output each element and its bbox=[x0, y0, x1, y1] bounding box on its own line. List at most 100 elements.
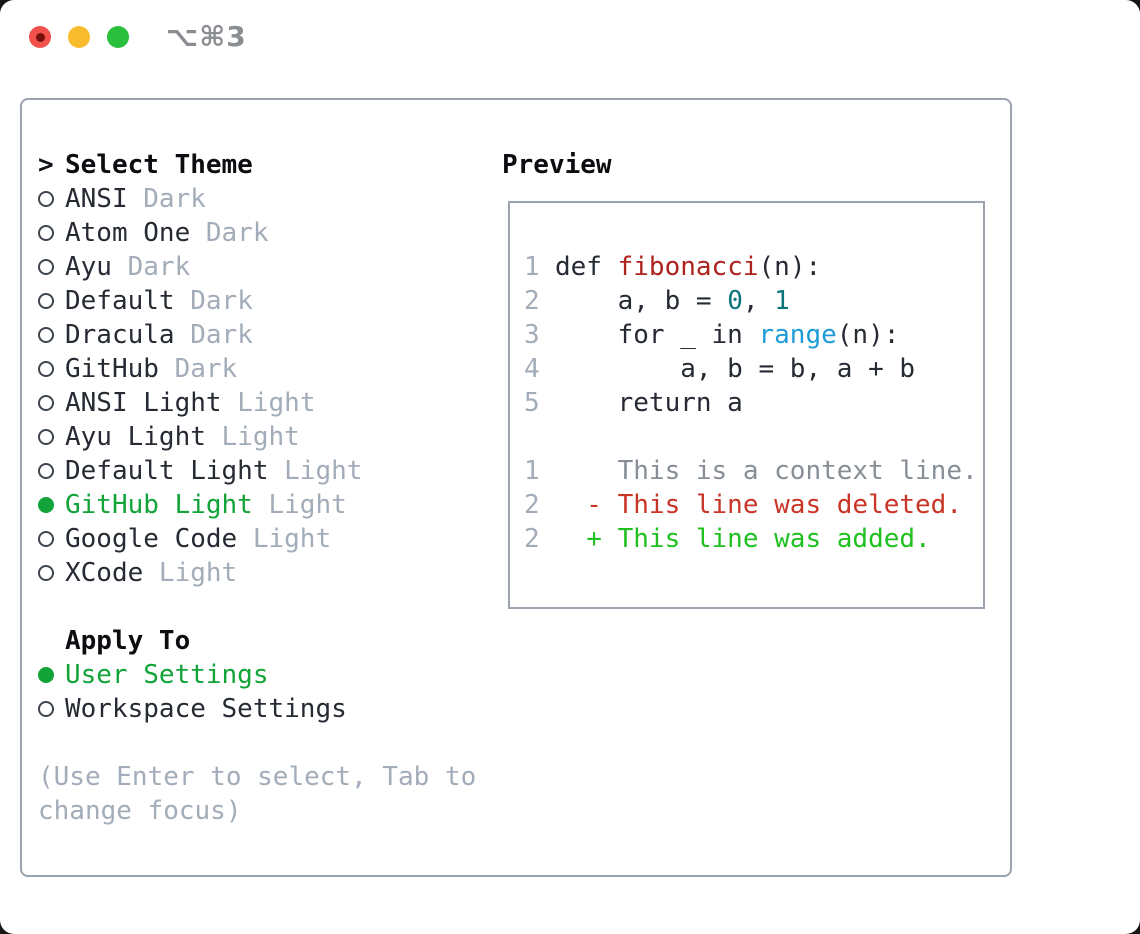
radio-icon bbox=[38, 361, 54, 377]
theme-variant: Dark bbox=[174, 320, 253, 350]
apply-option-workspace-settings[interactable]: Workspace Settings bbox=[38, 692, 490, 726]
preview-title: Preview bbox=[502, 150, 612, 180]
titlebar: ⌥⌘3 bbox=[0, 0, 1140, 74]
theme-item[interactable]: Default Light Light bbox=[38, 454, 490, 488]
code-token-num: 1 bbox=[774, 286, 790, 316]
theme-item[interactable]: Dracula Dark bbox=[38, 318, 490, 352]
code-token-added: + This line was added. bbox=[555, 524, 931, 554]
code-token-plain: def bbox=[555, 252, 618, 282]
theme-variant: Light bbox=[205, 422, 300, 452]
help-text: (Use Enter to select, Tab to change focu… bbox=[38, 762, 477, 826]
theme-name: Ayu bbox=[65, 252, 112, 282]
code-token-plain: (n): bbox=[758, 252, 822, 282]
radio-icon bbox=[38, 225, 54, 241]
theme-item[interactable]: Ayu Dark bbox=[38, 250, 490, 284]
theme-name: Atom One bbox=[65, 218, 191, 248]
code-token-deleted: - This line was deleted. bbox=[555, 490, 962, 520]
theme-variant: Dark bbox=[158, 354, 238, 384]
code-line: 3 for _ in range(n): bbox=[524, 318, 983, 352]
theme-variant: Light bbox=[268, 456, 363, 486]
window-title-shortcut: ⌥⌘3 bbox=[166, 20, 247, 53]
code-line: 5 return a bbox=[524, 386, 983, 420]
radio-icon bbox=[38, 701, 54, 717]
theme-item[interactable]: GitHub Dark bbox=[38, 352, 490, 386]
code-token-func: fibonacci bbox=[617, 252, 759, 282]
code-line bbox=[524, 420, 983, 454]
line-number: 3 bbox=[524, 320, 540, 350]
theme-variant: Light bbox=[143, 558, 238, 588]
code-token-plain: for _ in bbox=[555, 320, 759, 350]
theme-item[interactable]: GitHub Light Light bbox=[38, 488, 490, 522]
theme-variant: Light bbox=[252, 490, 347, 520]
code-token-plain: a, b = bbox=[555, 286, 728, 316]
radio-icon bbox=[38, 259, 54, 275]
radio-selected-icon bbox=[38, 497, 54, 513]
spacer-row bbox=[38, 590, 490, 624]
zoom-button[interactable] bbox=[107, 26, 129, 48]
theme-name: GitHub Light bbox=[65, 490, 253, 520]
line-number: 1 bbox=[524, 456, 540, 486]
radio-icon bbox=[38, 531, 54, 547]
radio-icon bbox=[38, 463, 54, 479]
theme-item[interactable]: Atom One Dark bbox=[38, 216, 490, 250]
apply-to-header: Apply To bbox=[38, 624, 490, 658]
code-line: 4 a, b = b, a + b bbox=[524, 352, 983, 386]
line-number: 4 bbox=[524, 354, 540, 384]
theme-item[interactable]: ANSI Dark bbox=[38, 182, 490, 216]
apply-option-user-settings[interactable]: User Settings bbox=[38, 658, 490, 692]
cursor-icon: > bbox=[38, 150, 54, 180]
theme-variant: Dark bbox=[190, 218, 269, 248]
theme-name: Ayu Light bbox=[65, 422, 206, 452]
theme-item[interactable]: Google Code Light bbox=[38, 522, 490, 556]
radio-icon bbox=[38, 395, 54, 411]
theme-variant: Dark bbox=[111, 252, 191, 282]
code-token-plain: a, b = b, a + b bbox=[555, 354, 916, 384]
line-number: 2 bbox=[524, 286, 540, 316]
code-line: 2 a, b = 0, 1 bbox=[524, 284, 983, 318]
select-theme-header: > Select Theme bbox=[38, 148, 490, 182]
line-number: 5 bbox=[524, 388, 540, 418]
code-line: 1 def fibonacci(n): bbox=[524, 250, 983, 284]
theme-name: XCode bbox=[65, 558, 144, 588]
theme-name: Dracula bbox=[65, 320, 175, 350]
radio-icon bbox=[38, 293, 54, 309]
theme-variant: Dark bbox=[174, 286, 253, 316]
minimize-button[interactable] bbox=[68, 26, 90, 48]
code-line: 2 + This line was added. bbox=[524, 522, 983, 556]
theme-name: ANSI Light bbox=[65, 388, 222, 418]
radio-selected-icon bbox=[38, 667, 54, 683]
code-token-num: 0 bbox=[727, 286, 743, 316]
close-button[interactable] bbox=[29, 26, 51, 48]
theme-item[interactable]: XCode Light bbox=[38, 556, 490, 590]
theme-name: Default bbox=[65, 286, 175, 316]
theme-item[interactable]: ANSI Light Light bbox=[38, 386, 490, 420]
theme-variant: Dark bbox=[127, 184, 206, 214]
theme-name: Google Code bbox=[65, 524, 238, 554]
apply-to-title: Apply To bbox=[65, 626, 191, 656]
select-theme-title: Select Theme bbox=[65, 150, 253, 180]
apply-option-label: User Settings bbox=[65, 660, 269, 690]
radio-icon bbox=[38, 191, 54, 207]
theme-variant: Light bbox=[237, 524, 332, 554]
theme-item[interactable]: Ayu Light Light bbox=[38, 420, 490, 454]
code-token-plain: (n): bbox=[836, 320, 900, 350]
line-number: 2 bbox=[524, 490, 540, 520]
code-token-plain: return a bbox=[555, 388, 743, 418]
code-token-builtin: range bbox=[758, 320, 837, 350]
code-token-context: This is a context line. bbox=[555, 456, 978, 486]
code-line: 2 - This line was deleted. bbox=[524, 488, 983, 522]
theme-variant: Light bbox=[221, 388, 316, 418]
code-token-plain: , bbox=[742, 286, 775, 316]
line-number: 1 bbox=[524, 252, 540, 282]
radio-icon bbox=[38, 565, 54, 581]
theme-name: GitHub bbox=[65, 354, 159, 384]
theme-item[interactable]: Default Dark bbox=[38, 284, 490, 318]
radio-icon bbox=[38, 327, 54, 343]
